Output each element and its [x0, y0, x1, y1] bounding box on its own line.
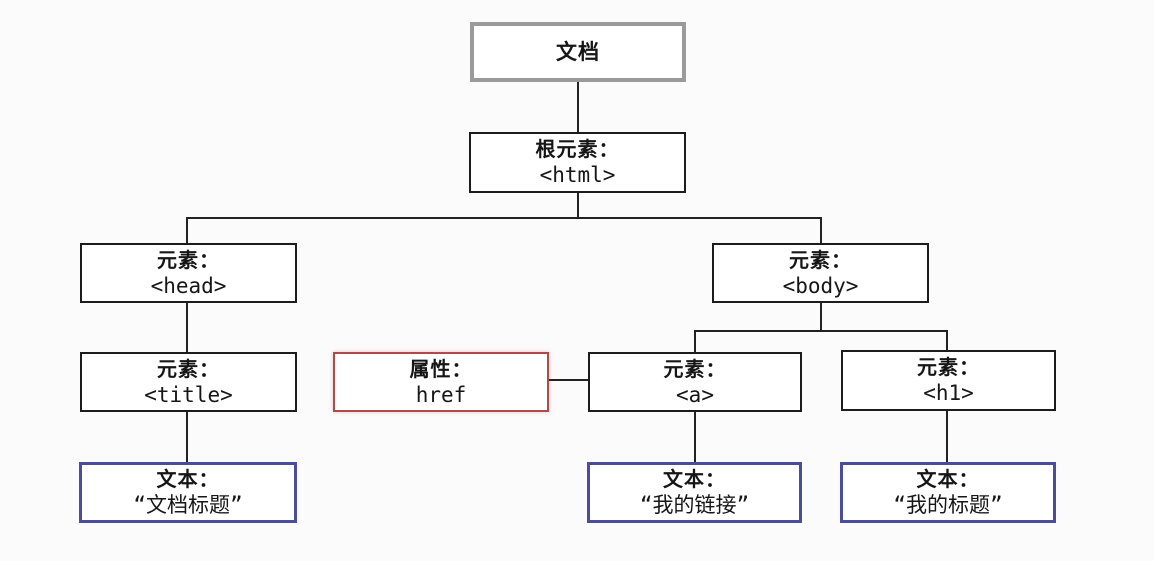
node-document-label: 文档	[556, 40, 600, 64]
node-head-tag: <head>	[150, 273, 227, 298]
node-text-document-title: 文本： “文档标题”	[79, 462, 297, 523]
node-text-my-link: 文本： “我的链接”	[587, 462, 802, 523]
node-html-tag: <html>	[539, 163, 616, 187]
node-element-title: 元素： <title>	[80, 352, 297, 412]
node-text-heading-label: 文本：	[916, 467, 980, 491]
connector-head-title	[186, 303, 188, 352]
node-title-label: 元素：	[157, 356, 220, 381]
node-attribute-href: 属性： href	[333, 352, 549, 412]
node-href-label: 属性：	[409, 356, 473, 381]
connector-drop-head	[186, 217, 188, 243]
node-a-tag: <a>	[676, 382, 714, 407]
node-text-link-label: 文本：	[663, 467, 726, 491]
node-element-a: 元素： <a>	[588, 352, 802, 412]
connector-html-children-bar	[186, 217, 822, 219]
node-text-title-label: 文本：	[156, 467, 220, 491]
node-text-my-heading: 文本： “我的标题”	[840, 462, 1056, 523]
connector-h1-text	[946, 411, 948, 462]
connector-document-html	[577, 82, 579, 132]
node-text-title-value: “文档标题”	[133, 493, 243, 517]
node-head-label: 元素：	[157, 247, 220, 272]
connector-title-text	[186, 412, 188, 462]
node-body-tag: <body>	[782, 273, 859, 298]
node-element-h1: 元素： <h1>	[841, 350, 1056, 411]
connector-drop-body	[820, 217, 822, 243]
node-href-value: href	[415, 382, 467, 407]
connector-html-stem	[577, 193, 579, 217]
node-html-label: 根元素：	[535, 137, 620, 161]
node-a-label: 元素：	[663, 356, 727, 381]
node-element-body: 元素： <body>	[712, 243, 929, 303]
connector-href-a	[549, 379, 588, 381]
connector-body-children-bar	[694, 330, 948, 332]
node-text-link-value: “我的链接”	[639, 493, 750, 517]
connector-body-stem	[820, 303, 822, 330]
node-document: 文档	[470, 22, 686, 82]
node-h1-tag: <h1>	[923, 381, 974, 405]
connector-drop-h1	[946, 330, 948, 350]
node-h1-label: 元素：	[917, 355, 980, 379]
node-root-element-html: 根元素： <html>	[469, 132, 686, 193]
node-element-head: 元素： <head>	[80, 243, 297, 303]
node-body-label: 元素：	[789, 247, 852, 272]
node-title-tag: <title>	[144, 382, 233, 407]
node-text-heading-value: “我的标题”	[893, 493, 1003, 517]
connector-a-text	[694, 412, 696, 462]
connector-drop-a	[694, 330, 696, 352]
